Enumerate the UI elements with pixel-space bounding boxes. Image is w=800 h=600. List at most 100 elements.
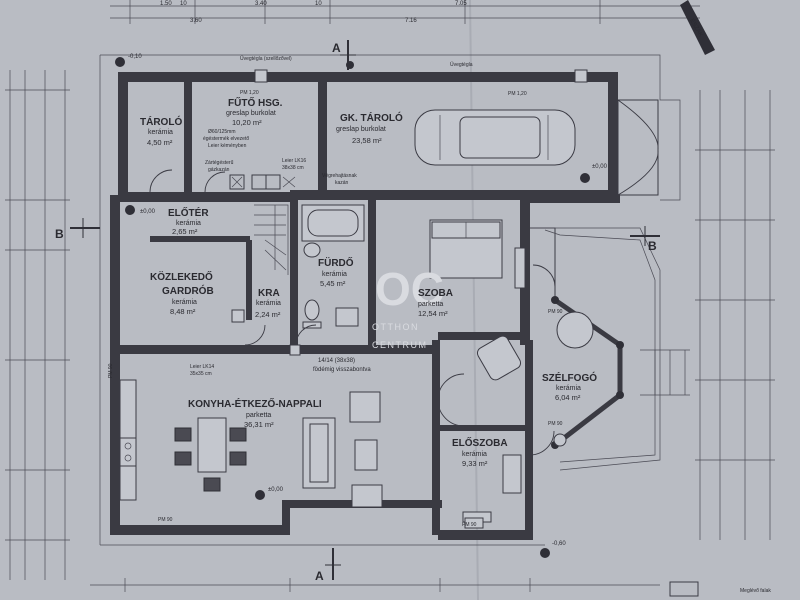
boiler-equipment: [229, 174, 296, 190]
room-furdo: FÜRDŐ kerámia 5,45 m²: [318, 256, 354, 288]
room-area: 4,50 m²: [147, 138, 173, 147]
plan-notes: Üvegtégla (szellőzővel) Üvegtégla PM 1,2…: [108, 54, 608, 547]
room-area: 2,24 m²: [255, 310, 281, 319]
room-floor: parketta: [418, 301, 443, 308]
legend-label: Meglévő falak: [740, 588, 771, 594]
note: 35x35 cm: [190, 371, 212, 377]
level-label: -0,60: [552, 541, 566, 547]
room-floor: kerámia: [256, 300, 281, 307]
room-name: SZÉLFOGÓ: [542, 371, 597, 384]
room-floor: kerámia: [176, 220, 201, 227]
top-dimension-line: 1.50 10 3.40 10 7.05 3.60 7.16: [110, 0, 700, 24]
room-eloszoba: ELŐSZOBA kerámia 9,33 m²: [452, 436, 508, 468]
level-label: ±0,00: [268, 487, 284, 493]
note: Zártégésterű: [205, 160, 234, 166]
room-name: GK. TÁROLÓ: [340, 111, 403, 124]
room-floor: greslap burkolat: [336, 126, 386, 133]
room-szelfogo: SZÉLFOGÓ kerámia 6,04 m²: [542, 371, 597, 402]
bathtub: [301, 204, 365, 242]
szelfogo-bay: [530, 227, 690, 471]
round-table: [556, 311, 594, 349]
room-name: FÜRDŐ: [318, 256, 354, 269]
section-label: B: [648, 239, 657, 253]
toilet: [304, 299, 320, 321]
room-area: 12,54 m²: [418, 309, 448, 318]
room-name: FŰTŐ HSG.: [228, 96, 283, 109]
room-floor: kerámia: [148, 129, 173, 136]
note: Leier LK16: [282, 158, 306, 164]
room-name: TÁROLÓ: [140, 115, 182, 128]
paper-fold: [469, 0, 479, 600]
dining-set: [174, 417, 247, 492]
note: PM 90: [548, 421, 563, 427]
shoe-cabinet: [502, 454, 522, 494]
plot-outline: [100, 54, 681, 201]
dim-label: 7.16: [405, 18, 417, 24]
section-a-bottom: A: [315, 548, 341, 583]
dim-label: 3.40: [255, 1, 267, 7]
room-area: 6,04 m²: [555, 393, 581, 402]
room-floor: kerámia: [322, 271, 347, 278]
room-area: 2,65 m²: [172, 227, 198, 236]
legend: Meglévő falak: [669, 581, 771, 597]
room-name: KÖZLEKEDŐ: [150, 270, 213, 283]
room-floor: greslap burkolat: [226, 110, 276, 117]
room-name: KONYHA-ÉTKEZŐ-NAPPALI: [188, 397, 322, 410]
room-area: 10,20 m²: [232, 118, 262, 127]
dim-label: 10: [180, 1, 187, 7]
note: PM 90: [548, 309, 563, 315]
note: PM 90: [462, 522, 477, 528]
sink: [303, 242, 321, 258]
note: kazán: [335, 180, 349, 186]
note: PM 90: [108, 363, 114, 378]
dim-label: 7.05: [455, 1, 467, 7]
room-tarolo: TÁROLÓ kerámia 4,50 m²: [140, 115, 182, 147]
room-futo: FŰTŐ HSG. greslap burkolat 10,20 m²: [226, 96, 283, 127]
watermark-line2: CENTRUM: [372, 340, 428, 350]
section-b-left: B: [55, 218, 100, 241]
bed: [429, 219, 503, 279]
dim-label: 1.50: [160, 1, 172, 7]
bottom-dimension-line: [90, 578, 660, 592]
room-name-2: GARDRÓB: [162, 284, 214, 297]
note: Leier LK14: [190, 364, 214, 370]
room-name: ELŐTÉR: [168, 206, 209, 219]
staircase: [254, 204, 289, 275]
room-name: KRA: [258, 288, 280, 299]
room-szoba: SZOBA parketta 12,54 m²: [418, 288, 453, 318]
room-floor: kerámia: [462, 451, 487, 458]
note: Leier kéményben: [208, 143, 247, 149]
section-a-top: A: [332, 40, 356, 70]
note: Üvegtégla (szellőzővel): [240, 55, 292, 62]
room-area: 5,45 m²: [320, 279, 346, 288]
watermark-line1: OTTHON: [372, 322, 419, 332]
room-name: SZOBA: [418, 288, 453, 299]
room-floor: kerámia: [556, 385, 581, 392]
section-label: B: [55, 227, 64, 241]
sofa-set: [302, 391, 383, 508]
room-area: 23,58 m²: [352, 136, 382, 145]
note: PM 1,20: [508, 91, 527, 97]
garage-door: [617, 99, 659, 196]
section-b-right: B: [630, 226, 660, 253]
level-label: ±0,00: [140, 209, 156, 215]
room-area: 36,31 m²: [244, 420, 274, 429]
room-floor: kerámia: [172, 299, 197, 306]
room-name: ELŐSZOBA: [452, 436, 508, 449]
room-garage: GK. TÁROLÓ greslap burkolat 23,58 m²: [336, 111, 403, 145]
room-area: 8,48 m²: [170, 307, 196, 316]
note: égéstermék elvezető: [203, 136, 249, 142]
section-label: A: [332, 41, 341, 55]
dim-label: 10: [315, 1, 322, 7]
armchair: [476, 335, 522, 381]
note: Üvegtégla: [450, 61, 473, 68]
car-outline: [414, 109, 576, 166]
room-konyha: KONYHA-ÉTKEZŐ-NAPPALI parketta 36,31 m²: [188, 397, 322, 429]
note: PM 90: [158, 517, 173, 523]
note: PM 1,20: [240, 90, 259, 96]
window-markers: [231, 69, 588, 529]
level-label: -0,10: [128, 54, 142, 60]
section-label: A: [315, 569, 324, 583]
watermark-logo: OC: [375, 263, 444, 315]
